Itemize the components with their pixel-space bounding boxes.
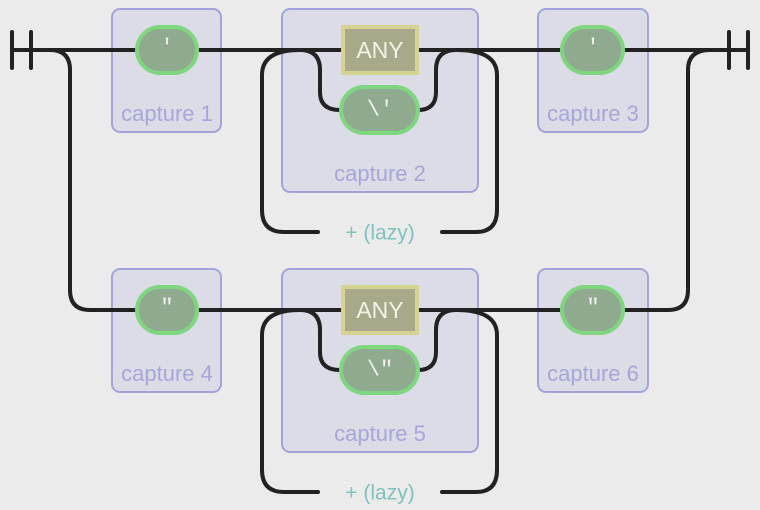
- row-2: " ANY \" " + (lazy) capture 4 capture 5 …: [121, 285, 639, 505]
- svg-text:": ": [160, 296, 173, 321]
- capture-3-label: capture 3: [547, 101, 639, 126]
- capture-4-label: capture 4: [121, 361, 213, 386]
- open-single-quote-node: ': [135, 25, 199, 75]
- repeat-label: + (lazy): [345, 482, 414, 505]
- row-1-alt-line: [298, 48, 458, 112]
- svg-text:\": \": [367, 358, 393, 383]
- escaped-single-quote-node: \': [339, 85, 420, 135]
- any-node: ANY: [341, 285, 419, 335]
- row-2-alt-line: [298, 308, 458, 372]
- capture-5-label: capture 5: [334, 421, 426, 446]
- row-1-repeat-loop: [260, 48, 499, 234]
- capture-6-label: capture 6: [547, 361, 639, 386]
- svg-text:\': \': [367, 98, 393, 123]
- open-double-quote-node: ": [135, 285, 199, 335]
- svg-text:': ': [586, 36, 599, 61]
- svg-text:": ": [586, 296, 599, 321]
- svg-text:ANY: ANY: [356, 297, 403, 323]
- svg-text:ANY: ANY: [356, 37, 403, 63]
- row-2-repeat-loop: [260, 308, 499, 494]
- close-double-quote-node: ": [560, 285, 625, 335]
- left-branch: [48, 48, 139, 312]
- escaped-double-quote-node: \": [339, 345, 420, 395]
- wires: [10, 30, 750, 494]
- capture-2-label: capture 2: [334, 161, 426, 186]
- svg-text:': ': [160, 36, 173, 61]
- row-1: ' ANY \' ' + (lazy) capture 1 capture 2 …: [121, 25, 639, 245]
- capture-1-label: capture 1: [121, 101, 213, 126]
- repeat-label: + (lazy): [345, 222, 414, 245]
- any-node: ANY: [341, 25, 419, 75]
- close-single-quote-node: ': [560, 25, 625, 75]
- right-branch: [621, 48, 712, 312]
